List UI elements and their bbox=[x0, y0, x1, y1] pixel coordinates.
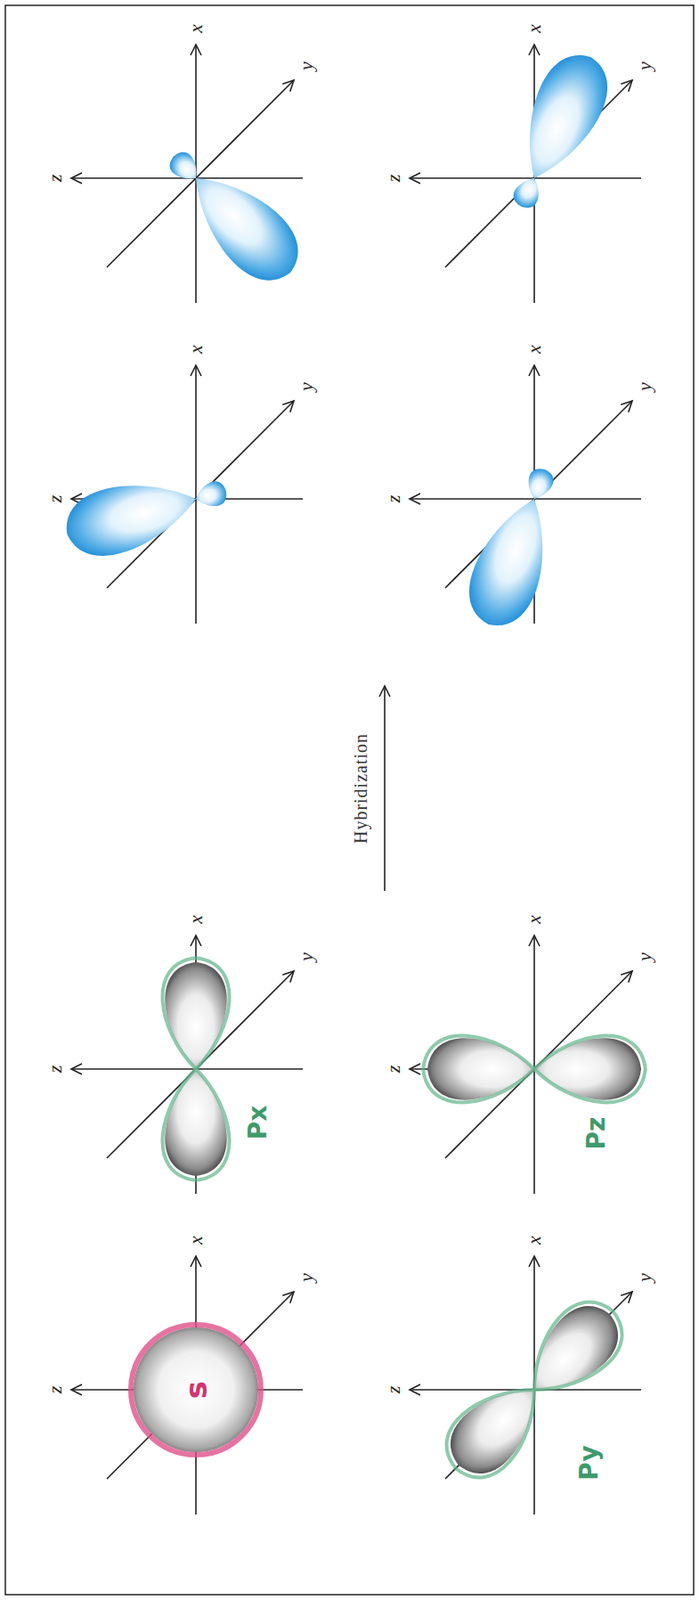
axis-label: z bbox=[383, 174, 404, 183]
hybrid-lobe bbox=[503, 42, 621, 192]
axis-label: x bbox=[524, 1235, 545, 1244]
arrow-head bbox=[409, 493, 421, 504]
p-lobe bbox=[534, 1037, 642, 1099]
orbital-label: Px bbox=[245, 1105, 271, 1140]
figure-frame bbox=[5, 5, 694, 1594]
arrow-head bbox=[282, 1287, 298, 1303]
hybrid-small-lobe bbox=[522, 464, 557, 503]
process-label: Hybridization bbox=[351, 732, 370, 844]
p-lobe bbox=[427, 1037, 535, 1099]
axis-label: x bbox=[524, 24, 545, 33]
arrow-head bbox=[620, 967, 636, 983]
axis-label: x bbox=[186, 914, 206, 924]
arrow-head bbox=[190, 44, 202, 56]
arrow-head bbox=[71, 1063, 82, 1074]
p-lobe bbox=[164, 1068, 227, 1176]
axis-label: x bbox=[524, 914, 545, 924]
arrow-head bbox=[190, 365, 202, 376]
arrow-head bbox=[620, 397, 636, 413]
axis-label: y bbox=[296, 1272, 317, 1282]
hybrid-small-lobe bbox=[192, 479, 229, 512]
x-axis bbox=[533, 934, 536, 1194]
hybrid-small-lobe bbox=[510, 172, 546, 212]
hybridization-arrow bbox=[383, 685, 386, 891]
arrow-head bbox=[379, 685, 391, 697]
z-axis bbox=[71, 1067, 303, 1070]
orbital-panel bbox=[409, 1255, 642, 1514]
arrow-head bbox=[282, 967, 298, 983]
axis-label: y bbox=[634, 382, 655, 391]
arrow-head bbox=[409, 172, 421, 184]
axis-label: z bbox=[383, 495, 404, 504]
axis-label: y bbox=[634, 1272, 655, 1282]
axis-label: x bbox=[186, 1235, 206, 1244]
hybrid-small-lobe bbox=[164, 146, 204, 187]
hand-outline bbox=[162, 957, 230, 1069]
orbital-label: s bbox=[180, 1380, 212, 1398]
hand-outline bbox=[162, 1068, 230, 1180]
axis-label: y bbox=[634, 61, 655, 71]
axis-label: x bbox=[186, 344, 206, 354]
arrow-head bbox=[409, 1063, 421, 1074]
z-axis bbox=[409, 497, 642, 500]
hand-outline bbox=[130, 1324, 261, 1455]
arrow-head bbox=[528, 365, 540, 376]
arrow-head bbox=[190, 1255, 202, 1267]
orbital-panel bbox=[71, 934, 303, 1194]
hand-outline bbox=[422, 1035, 535, 1103]
arrow-head bbox=[282, 76, 298, 92]
arrow-head bbox=[71, 1383, 82, 1395]
y-axis bbox=[106, 1291, 294, 1479]
axis-label: z bbox=[45, 1064, 66, 1073]
arrow-head bbox=[620, 1287, 636, 1303]
arrow-head bbox=[528, 1255, 540, 1267]
axis-label: x bbox=[186, 24, 206, 33]
orbital-panel bbox=[409, 934, 646, 1194]
orbital-panel bbox=[58, 365, 303, 624]
orbital-panel bbox=[409, 365, 642, 636]
axis-label: z bbox=[45, 1385, 66, 1394]
axis-label: y bbox=[296, 382, 317, 391]
orbital-panel bbox=[71, 1255, 303, 1514]
axis-label: y bbox=[296, 951, 317, 961]
arrow-head bbox=[282, 397, 298, 413]
hand-outline bbox=[534, 1035, 646, 1103]
axis-label: z bbox=[383, 1385, 404, 1394]
x-axis bbox=[195, 365, 197, 624]
axis-label: z bbox=[45, 495, 66, 504]
axis-label: z bbox=[383, 1064, 404, 1073]
orbital-label: Py bbox=[577, 1444, 602, 1480]
arrow-head bbox=[409, 1383, 421, 1395]
s-orbital bbox=[133, 1326, 259, 1452]
hand-outline bbox=[431, 1365, 558, 1491]
arrow-head bbox=[620, 76, 636, 92]
orbital-panel bbox=[409, 42, 642, 303]
arrow-head bbox=[190, 934, 202, 946]
z-axis bbox=[409, 177, 642, 179]
axis-label: y bbox=[634, 951, 655, 961]
axis-label: x bbox=[524, 344, 545, 354]
axis-label: y bbox=[296, 61, 317, 71]
p-lobe bbox=[164, 961, 227, 1069]
orbital-panel bbox=[71, 44, 314, 303]
arrow-head bbox=[71, 172, 82, 184]
arrow-head bbox=[528, 44, 540, 56]
arrow-head bbox=[528, 934, 540, 946]
orbital-label: Pz bbox=[584, 1116, 610, 1150]
hybrid-lobe bbox=[58, 466, 205, 565]
hybrid-lobe bbox=[457, 487, 566, 635]
axis-label: z bbox=[45, 174, 66, 183]
